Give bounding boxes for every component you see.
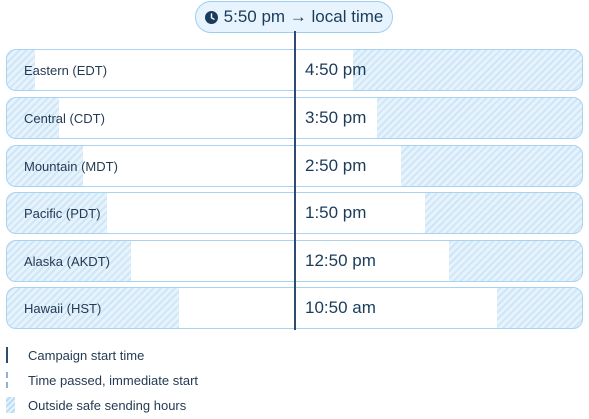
- local-time: 3:50 pm: [305, 108, 367, 127]
- solid-line-marker-icon: [6, 347, 16, 363]
- legend-time-passed: Time passed, immediate start: [6, 371, 198, 389]
- hatched-swatch-icon: [6, 397, 16, 413]
- timezone-label: Mountain (MDT): [24, 158, 118, 174]
- legend-campaign-start: Campaign start time: [6, 346, 144, 364]
- safe-sending-window: [59, 98, 377, 138]
- campaign-time-pill: 5:50 pm → local time: [195, 1, 393, 33]
- campaign-time-label: 5:50 pm → local time: [223, 7, 384, 26]
- legend-label: Time passed, immediate start: [28, 372, 199, 388]
- safe-sending-window: [107, 193, 425, 233]
- timezone-label: Alaska (AKDT): [24, 253, 110, 269]
- dashed-line-marker-icon: [6, 372, 16, 388]
- legend-outside-hours: Outside safe sending hours: [6, 396, 186, 414]
- local-time: 12:50 pm: [305, 251, 376, 270]
- timezone-label: Eastern (EDT): [24, 62, 108, 78]
- clock-icon: [204, 10, 218, 24]
- timezone-label: Hawaii (HST): [24, 300, 102, 316]
- timezone-label: Central (CDT): [24, 110, 105, 126]
- safe-sending-window: [35, 50, 353, 90]
- legend-label: Campaign start time: [28, 347, 145, 363]
- timezone-label: Pacific (PDT): [24, 205, 101, 221]
- safe-sending-window: [179, 288, 497, 328]
- safe-sending-window: [131, 241, 449, 281]
- legend-label: Outside safe sending hours: [28, 397, 187, 413]
- local-time: 1:50 pm: [305, 203, 367, 222]
- local-time: 2:50 pm: [305, 156, 367, 175]
- safe-sending-window: [83, 146, 401, 186]
- local-time: 4:50 pm: [305, 60, 367, 79]
- campaign-start-line: [294, 31, 296, 330]
- local-time: 10:50 am: [305, 298, 376, 317]
